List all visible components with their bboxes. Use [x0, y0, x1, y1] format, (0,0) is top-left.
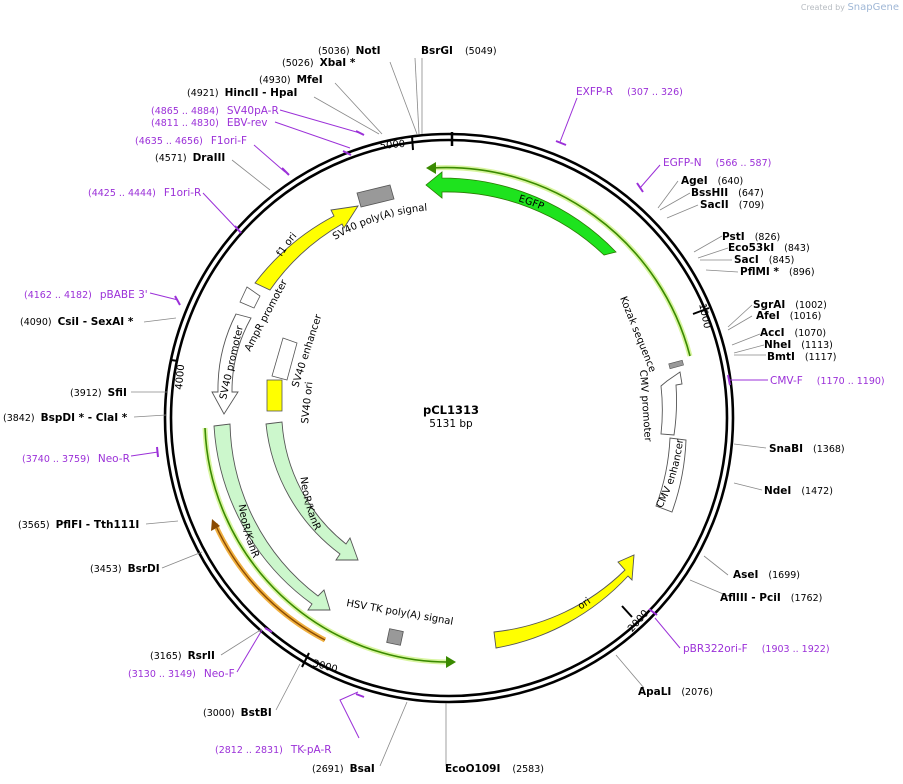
svg-text:(5036)NotI: (5036)NotI	[318, 45, 381, 57]
svg-text:SgrAI(1002): SgrAI(1002)	[753, 299, 827, 311]
snapgene-logo: SnapGene	[847, 2, 899, 13]
svg-text:(5026)XbaI *: (5026)XbaI *	[282, 57, 356, 69]
primer-leader-lines	[130, 97, 768, 739]
svg-text:(3912)SfiI: (3912)SfiI	[70, 387, 127, 399]
tick-2000	[621, 605, 633, 618]
svg-text:EGFP-N(566 .. 587): EGFP-N(566 .. 587)	[663, 157, 771, 169]
svg-text:(3740 .. 3759)Neo-R: (3740 .. 3759)Neo-R	[22, 453, 130, 465]
svg-text:(4425 .. 4444)F1ori-R: (4425 .. 4444)F1ori-R	[88, 187, 201, 199]
svg-text:SnaBI(1368): SnaBI(1368)	[769, 443, 845, 455]
enzyme-labels: (5036)NotI BsrGI(5049) (5026)XbaI * (493…	[3, 45, 845, 775]
credit-prefix: Created by	[800, 3, 845, 12]
feature-ampr-promoter[interactable]	[239, 286, 261, 309]
svg-text:(4635 .. 4656)F1ori-F: (4635 .. 4656)F1ori-F	[135, 135, 247, 147]
tick-label-5000: 5000	[379, 139, 405, 152]
svg-text:NheI(1113): NheI(1113)	[764, 339, 833, 351]
plasmid-name: pCL1313	[423, 403, 479, 417]
backbone-ring	[163, 132, 735, 704]
svg-text:PflMI *(896): PflMI *(896)	[740, 266, 815, 278]
feature-label-sv40-enhancer: SV40 enhancer	[290, 312, 324, 389]
feature-ori[interactable]	[493, 554, 635, 649]
tick-label-1000: 1000	[696, 302, 712, 329]
tick-4000	[170, 359, 179, 362]
feature-label-cmv-promoter: CMV promoter	[637, 369, 653, 443]
primer-labels: EXFP-R(307 .. 326) EGFP-N(566 .. 587) CM…	[22, 86, 885, 756]
svg-text:ApaLI(2076): ApaLI(2076)	[638, 686, 713, 698]
svg-text:AccI(1070): AccI(1070)	[760, 327, 826, 339]
feature-egfp[interactable]	[425, 162, 693, 357]
feature-sv40-enhancer[interactable]	[271, 337, 298, 381]
feature-sv40-promoter[interactable]	[211, 313, 252, 415]
svg-text:pBR322ori-F(1903 .. 1922): pBR322ori-F(1903 .. 1922)	[683, 643, 830, 655]
svg-text:(2812 .. 2831)TK-pA-R: (2812 .. 2831)TK-pA-R	[215, 744, 332, 756]
ring-ticks	[170, 132, 710, 668]
svg-text:(4811 .. 4830)EBV-rev: (4811 .. 4830)EBV-rev	[151, 117, 268, 129]
feature-cmv-enhancer[interactable]	[655, 437, 687, 513]
feature-f1-ori[interactable]	[254, 205, 359, 291]
svg-text:AseI(1699): AseI(1699)	[733, 569, 800, 581]
svg-text:BmtI(1117): BmtI(1117)	[767, 351, 836, 363]
svg-text:(4865 .. 4884)SV40pA-R: (4865 .. 4884)SV40pA-R	[151, 105, 279, 117]
feature-kozak[interactable]	[668, 359, 684, 370]
tick-5000	[411, 135, 414, 151]
svg-text:SacII(709): SacII(709)	[700, 199, 764, 211]
feature-cmv-promoter[interactable]	[660, 371, 683, 436]
svg-text:(3165)RsrII: (3165)RsrII	[150, 650, 215, 662]
svg-text:(2691)BsaI: (2691)BsaI	[312, 763, 375, 775]
svg-text:AflIII - PciI(1762): AflIII - PciI(1762)	[720, 592, 822, 604]
feature-neor-kanr-inner[interactable]	[265, 421, 359, 561]
svg-text:CMV-F(1170 .. 1190): CMV-F(1170 .. 1190)	[770, 375, 885, 387]
tick-3000	[301, 652, 310, 668]
svg-text:PstI(826): PstI(826)	[722, 231, 780, 243]
svg-text:(3565)PflFI - Tth111I: (3565)PflFI - Tth111I	[18, 519, 139, 531]
svg-text:EXFP-R(307 .. 326): EXFP-R(307 .. 326)	[576, 86, 683, 98]
svg-text:NdeI(1472): NdeI(1472)	[764, 485, 833, 497]
snapgene-credit: Created by SnapGene	[801, 2, 899, 13]
svg-text:(3842)BspDI * - ClaI *: (3842)BspDI * - ClaI *	[3, 412, 128, 424]
egfp-arrowhead	[426, 162, 436, 174]
svg-text:(4930)MfeI: (4930)MfeI	[259, 74, 323, 86]
svg-text:(4571)DraIII: (4571)DraIII	[155, 152, 225, 164]
feature-orange-orf[interactable]	[211, 519, 327, 643]
feature-neor-kanr[interactable]	[213, 423, 331, 611]
feature-sv40-ori[interactable]	[266, 379, 283, 412]
svg-text:(3130 .. 3149)Neo-F: (3130 .. 3149)Neo-F	[128, 668, 235, 680]
svg-text:SacI(845): SacI(845)	[734, 254, 794, 266]
tick-1000	[692, 307, 710, 315]
svg-text:EcoO109I(2583): EcoO109I(2583)	[445, 763, 544, 775]
feature-sv40-polya[interactable]	[356, 184, 395, 208]
feature-neor-orf-outer[interactable]	[202, 427, 456, 668]
primer-marks	[156, 130, 731, 698]
feature-label-sv40-ori: SV40 ori	[300, 381, 315, 424]
svg-text:Eco53kI(843): Eco53kI(843)	[728, 242, 810, 254]
svg-text:(4090)CsiI - SexAI *: (4090)CsiI - SexAI *	[20, 316, 134, 328]
svg-text:AgeI(640): AgeI(640)	[681, 175, 743, 187]
feature-label-kozak: Kozak sequence	[617, 295, 657, 374]
feature-label-hsv-tk-polya: HSV TK poly(A) signal	[345, 598, 454, 628]
svg-text:(4162 .. 4182)pBABE 3': (4162 .. 4182)pBABE 3'	[24, 289, 148, 301]
svg-text:(4921)HincII - HpaI: (4921)HincII - HpaI	[187, 87, 297, 99]
svg-text:(3453)BsrDI: (3453)BsrDI	[90, 563, 160, 575]
enzyme-leader-lines	[131, 57, 767, 767]
svg-text:BssHII(647): BssHII(647)	[691, 187, 764, 199]
feature-hsv-tk-polya[interactable]	[386, 628, 404, 646]
tick-label-4000: 4000	[174, 364, 187, 390]
plasmid-size: 5131 bp	[429, 418, 473, 430]
svg-text:(3000)BstBI: (3000)BstBI	[203, 707, 272, 719]
svg-text:BsrGI(5049): BsrGI(5049)	[421, 45, 497, 57]
svg-text:AfeI(1016): AfeI(1016)	[756, 310, 821, 322]
